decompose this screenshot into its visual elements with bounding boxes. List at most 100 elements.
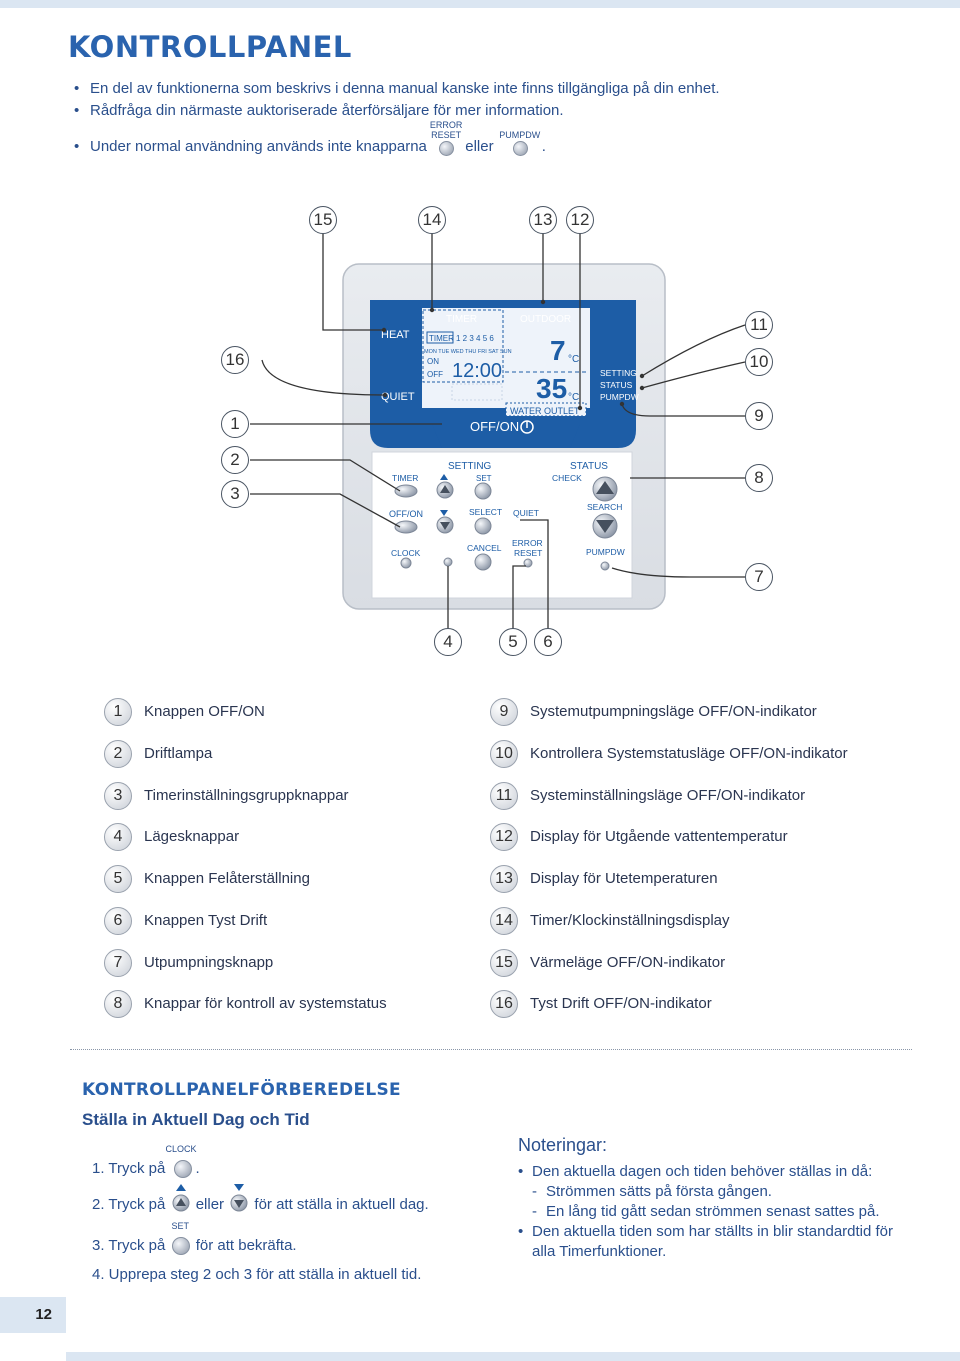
btn-error-reset[interactable] <box>523 558 533 568</box>
lcd-water-temp: 35 <box>536 373 567 404</box>
leader-dot-12 <box>577 405 583 411</box>
leader-dot-16 <box>382 392 388 398</box>
btn-pumpdw[interactable] <box>600 561 610 571</box>
btn-reset-label: RESET <box>514 548 542 558</box>
btn-set-label: SET <box>476 474 492 483</box>
lcd-days: MON TUE WED THU FRI SAT SUN <box>424 349 512 355</box>
lcd-heat: HEAT <box>381 329 410 341</box>
leader-15 <box>322 234 384 331</box>
lcd-timer-box <box>426 331 454 344</box>
leader-7 <box>611 567 745 578</box>
btn-up-icon <box>440 485 450 493</box>
prep-title: KONTROLLPANELFÖRBEREDELSE <box>82 1080 401 1100</box>
lcd-on: ON <box>427 357 439 366</box>
grp-setting-label: SETTING <box>448 461 492 472</box>
grp-status-label: STATUS <box>570 461 608 472</box>
leader-10 <box>641 361 746 389</box>
intro-bullet-3: Under normal användning används inte kna… <box>74 120 720 158</box>
callout-15: 15 <box>309 206 337 234</box>
clock-button: CLOCK <box>166 1144 197 1179</box>
note-2: Den aktuella tiden som har ställts in bl… <box>518 1222 902 1262</box>
callout-6: 6 <box>534 628 562 656</box>
note-1a: Strömmen sätts på första gången. <box>518 1182 918 1202</box>
intro-bullet-2: Rådfråga din närmaste auktoriserade åter… <box>74 100 720 122</box>
callout-8: 8 <box>745 464 773 492</box>
step-3: 3. Tryck på SET för att bekräfta. <box>92 1221 297 1256</box>
leader-11 <box>641 324 746 377</box>
set-button-icon <box>171 1237 190 1256</box>
callout-1: 1 <box>221 410 249 438</box>
step-4: 4. Upprepa steg 2 och 3 för att ställa i… <box>92 1266 422 1283</box>
btn-set[interactable] <box>474 482 492 500</box>
lcd-dashed-fill <box>451 383 503 401</box>
btn-offon[interactable] <box>394 520 418 534</box>
note-1b: En lång tid gått sedan strömmen senast s… <box>518 1202 918 1222</box>
error-reset-label: ERROR RESET <box>429 120 463 141</box>
step-1-pre: 1. Tryck på <box>92 1160 166 1177</box>
lcd-outdoor-celsius: °C <box>568 354 579 365</box>
up-arrow-button <box>170 1184 192 1214</box>
btn-timer[interactable] <box>394 484 418 498</box>
leader-dot-11 <box>639 373 645 379</box>
leader-dot-13 <box>540 299 546 305</box>
error-reset-inline-button: ERROR RESET <box>430 120 462 157</box>
leader-dot-9 <box>619 401 625 407</box>
step-2-end: för att ställa in aktuell dag. <box>254 1196 429 1213</box>
callout-2: 2 <box>221 446 249 474</box>
btn-mode[interactable] <box>443 557 453 567</box>
lcd-outdoor: OUTDOOR <box>520 314 571 325</box>
down-arrow-button <box>228 1184 250 1214</box>
btn-select-label: SELECT <box>469 507 502 517</box>
leader-dot-10 <box>639 385 645 391</box>
ind-setting: SETTING <box>600 368 637 378</box>
btn-clock[interactable] <box>400 557 412 569</box>
offon-label: OFF/ON <box>470 419 519 434</box>
callout-5: 5 <box>499 628 527 656</box>
page-title: KONTROLLPANEL <box>68 30 352 64</box>
pumpdw-label: PUMPDW <box>499 130 541 141</box>
callout-16: 16 <box>221 346 249 374</box>
intro-bullet-3-mid: eller <box>465 138 494 155</box>
lcd-water-celsius: °C <box>568 392 579 403</box>
leader-16 <box>261 359 386 396</box>
step-3-end: för att bekräfta. <box>195 1237 297 1254</box>
arrow-down-indicator <box>440 510 448 516</box>
top-band <box>0 0 960 8</box>
btn-search-down-icon <box>596 520 614 533</box>
callout-12: 12 <box>566 206 594 234</box>
intro-bullet-3-end: . <box>541 138 546 155</box>
offon-tab <box>432 424 580 448</box>
ind-pumpdw: PUMPDW <box>600 392 639 402</box>
btn-select[interactable] <box>474 517 492 535</box>
leader-6 <box>520 519 549 630</box>
lcd-clock: 12:00 <box>452 360 502 382</box>
step-3-pre: 3. Tryck på <box>92 1237 166 1254</box>
callout-14: 14 <box>418 206 446 234</box>
btn-cancel[interactable] <box>474 553 492 571</box>
callout-10: 10 <box>745 348 773 376</box>
step-2-mid: eller <box>195 1196 225 1213</box>
callout-3: 3 <box>221 480 249 508</box>
step-2: 2. Tryck på eller för att ställa in aktu… <box>92 1184 429 1214</box>
intro-bullet-1: En del av funktionerna som beskrivs i de… <box>74 78 720 100</box>
notes-list: Den aktuella dagen och tiden behöver stä… <box>518 1162 918 1262</box>
btn-search-label: SEARCH <box>587 502 622 512</box>
clock-button-icon <box>173 1160 192 1179</box>
btn-down-icon <box>440 522 450 530</box>
callout-13: 13 <box>529 206 557 234</box>
set-button: SET <box>170 1221 192 1256</box>
callout-4: 4 <box>434 628 462 656</box>
btn-quiet-label: QUIET <box>513 508 539 518</box>
btn-pumpdw-label: PUMPDW <box>586 547 625 557</box>
prep-subtitle: Ställa in Aktuell Dag och Tid <box>82 1110 310 1129</box>
lcd-timer-box-label: TIMER <box>429 334 454 343</box>
lcd-timer-dashed-box <box>422 309 504 383</box>
control-panel-diagram: HEAT QUIET TIMER OUTDOOR TIMER 1 2 3 4 5… <box>250 234 746 630</box>
error-reset-button-icon <box>439 141 455 157</box>
clock-button-label: CLOCK <box>165 1144 197 1155</box>
lcd-timer-header: TIMER <box>446 314 477 325</box>
step-2-pre: 2. Tryck på <box>92 1196 166 1213</box>
leader-9 <box>621 403 745 417</box>
lcd-water-outlet-box <box>505 402 587 417</box>
btn-cancel-label: CANCEL <box>467 543 502 553</box>
